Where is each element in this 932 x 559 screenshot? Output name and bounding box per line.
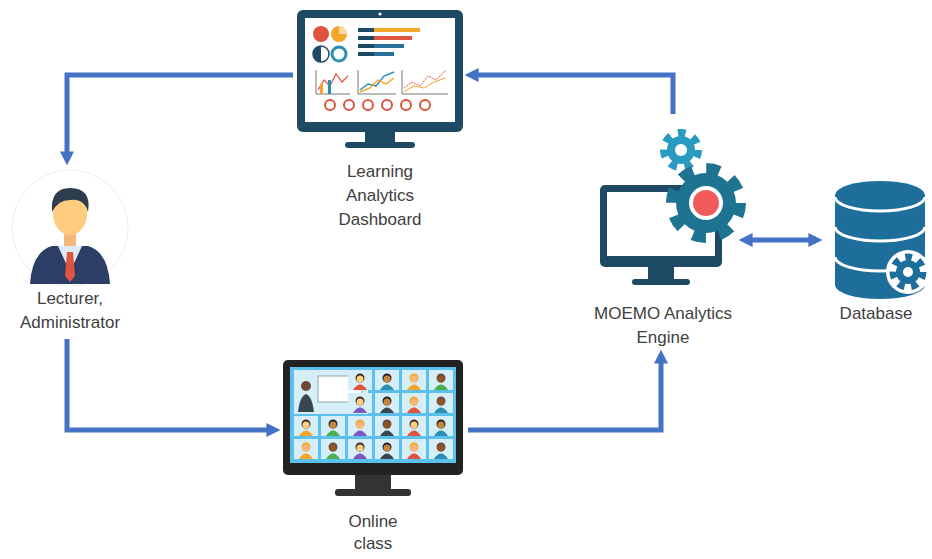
icon-node: MOEMO Analytics Engine	[587, 118, 739, 350]
online-class-monitor	[283, 360, 463, 496]
flow-arrow	[747, 238, 814, 243]
flow-arrow	[468, 358, 661, 430]
node-caption: Learning Analytics Dashboard	[330, 160, 430, 232]
node-caption: MOEMO Analytics Engine	[590, 302, 736, 350]
lecturer-figure	[12, 170, 128, 286]
flow-arrow	[67, 339, 272, 430]
node-caption: Database	[840, 302, 913, 326]
icon-node: Lecturer, Administrator	[7, 165, 133, 335]
dashboard-monitor	[297, 10, 463, 148]
flow-arrow	[67, 75, 293, 157]
flow-arrow	[473, 75, 673, 114]
database-cylinder	[835, 181, 930, 299]
icon-node: Online class	[280, 358, 466, 555]
icon-node: Learning Analytics Dashboard	[295, 10, 465, 232]
node-caption: Lecturer, Administrator	[10, 287, 130, 335]
icon-node: Database	[822, 180, 930, 326]
node-caption: Online class	[338, 511, 408, 555]
engine-monitor	[600, 133, 740, 285]
